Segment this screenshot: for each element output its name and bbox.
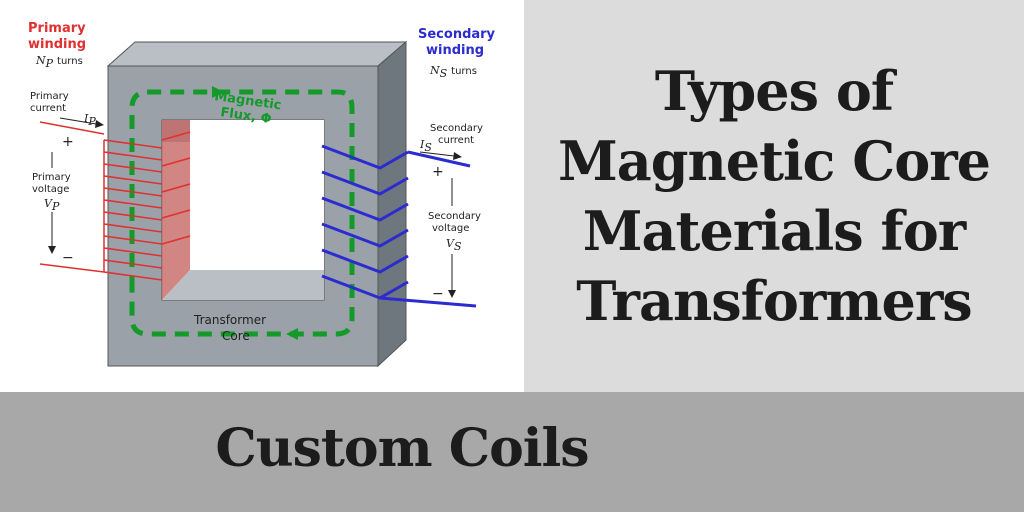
primary-minus-sign: − [62, 250, 74, 266]
title-line: Types of [654, 59, 894, 123]
primary-plus-sign: + [62, 134, 74, 150]
page-title: Types of Magnetic Core Materials for Tra… [528, 56, 1020, 336]
primary-current-arrowhead [95, 120, 104, 128]
primary-winding-label-1: Primary [28, 21, 86, 36]
primary-current-label-1: Primary [30, 91, 69, 102]
secondary-winding-coils [321, 144, 477, 308]
primary-current-symbol: IP [83, 112, 96, 128]
secondary-voltage-label-2: voltage [432, 223, 469, 234]
secondary-voltage-symbol: VS [446, 237, 462, 253]
core-window-inner-bottom [162, 270, 324, 300]
title-line: Magnetic Core [557, 129, 991, 193]
flux-arrow-bottom [286, 328, 298, 340]
primary-winding-label-2: winding [28, 37, 86, 52]
core-label-2: Core [222, 329, 250, 343]
title-line: Materials for [582, 199, 966, 263]
brand-name: Custom Coils [215, 417, 589, 479]
secondary-current-arrow [419, 151, 455, 157]
primary-current-label-2: current [30, 103, 66, 114]
core-side-face [377, 40, 407, 368]
title-panel: Types of Magnetic Core Materials for Tra… [524, 0, 1024, 392]
primary-winding-coils [39, 121, 191, 281]
secondary-winding-label-1: Secondary [418, 27, 496, 42]
secondary-winding-label-2: winding [426, 43, 484, 58]
secondary-current-arrowhead [453, 152, 462, 160]
core-window-opening [190, 120, 324, 270]
flux-path [129, 89, 355, 337]
secondary-current-label-2: current [438, 135, 474, 146]
secondary-voltage-label-1: Secondary [428, 211, 481, 222]
flux-label-2: Flux, Φ [219, 105, 272, 127]
core-window-inner-left [162, 120, 190, 300]
secondary-current-symbol: IS [419, 138, 432, 154]
core-top-face [106, 41, 408, 67]
secondary-minus-sign: − [432, 286, 444, 302]
primary-voltage-label-1: Primary [32, 172, 71, 183]
secondary-plus-sign: + [432, 164, 444, 180]
flux-arrow-top [212, 86, 224, 98]
title-line: Transformers [576, 269, 972, 333]
core-label-1: Transformer [193, 313, 266, 327]
footer-band: Custom Coils [0, 392, 1024, 512]
primary-voltage-arrowhead [48, 246, 56, 254]
primary-current-arrow [59, 117, 97, 125]
primary-voltage-label-2: voltage [32, 184, 69, 195]
secondary-voltage-arrowhead [448, 290, 456, 298]
secondary-current-label-1: Secondary [430, 123, 483, 134]
primary-voltage-symbol: VP [44, 197, 60, 213]
